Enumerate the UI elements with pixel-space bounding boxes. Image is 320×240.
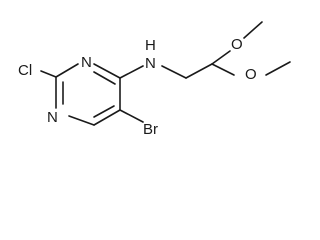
atom-label-chlorine: Cl xyxy=(18,62,32,79)
atom-label-nitrogen-ring-bottom: N xyxy=(47,109,58,126)
atom-label-amine-hydrogen: H xyxy=(145,37,156,54)
bond-n1-c4 xyxy=(93,63,121,79)
bond-nh-ch2 xyxy=(161,65,187,79)
bond-c5-c6-inner xyxy=(93,105,115,118)
bond-ch2-ch xyxy=(185,63,213,79)
bond-n1-c4-inner xyxy=(93,71,116,85)
bond-c4-nh xyxy=(119,65,144,79)
atom-label-oxygen-upper: O xyxy=(231,36,243,53)
atom-label-oxygen-lower: O xyxy=(245,66,257,83)
pyrimidine-ring xyxy=(55,63,121,126)
bond-c5-br xyxy=(119,109,144,123)
bond-ch-o-lower xyxy=(211,63,235,76)
bond-ch-o-upper xyxy=(211,50,231,65)
bond-c5-c6 xyxy=(93,109,121,126)
bond-c2-cl xyxy=(40,70,57,78)
bond-o-upper-methyl xyxy=(243,21,263,39)
atom-label-nitrogen-ring-top: N xyxy=(81,54,92,71)
bond-c6-n3 xyxy=(68,115,95,126)
chemical-structure-diagram: Cl N N N H Br O O xyxy=(18,21,291,138)
atom-label-bromine: Br xyxy=(143,121,158,138)
bond-o-lower-methyl xyxy=(265,61,291,76)
atom-label-amine-nitrogen: N xyxy=(145,55,156,72)
bond-c2-n1 xyxy=(55,63,79,78)
